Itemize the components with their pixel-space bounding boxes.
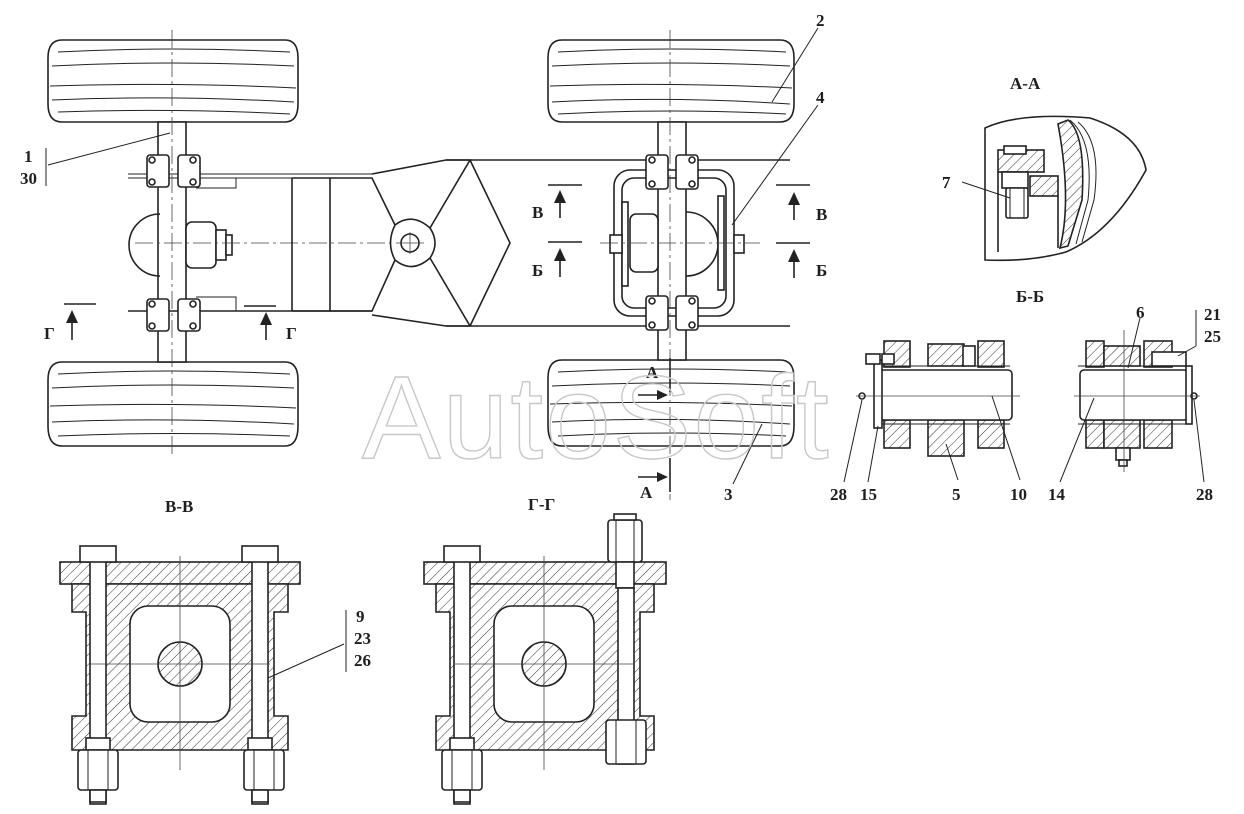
wheel-top-left [47, 39, 299, 123]
section-indicators [64, 184, 810, 340]
right-axle-plan [547, 27, 819, 500]
section-b-b-left [843, 340, 1021, 483]
section-title-gg: Г-Г [528, 495, 555, 514]
section-mark-a-top: А [646, 363, 659, 382]
callout-1: 1 [24, 147, 33, 166]
section-mark-v-left: В [532, 203, 543, 222]
section-mark-g-left: Г [44, 324, 55, 343]
callout-2: 2 [816, 11, 825, 30]
section-g-g [423, 513, 667, 805]
wheel-top-right [547, 39, 795, 123]
section-title-bb: Б-Б [1016, 287, 1044, 306]
callout-26: 26 [354, 651, 371, 670]
callout-6: 6 [1136, 303, 1145, 322]
callout-14: 14 [1048, 485, 1066, 504]
section-v-v [59, 545, 347, 805]
callout-21: 21 [1204, 305, 1221, 324]
callout-30: 30 [20, 169, 37, 188]
section-mark-b-left: Б [532, 261, 543, 280]
section-mark-v-right: В [816, 205, 827, 224]
watermark-text: AutoSoft [362, 352, 831, 484]
callout-10: 10 [1010, 485, 1027, 504]
callout-9: 9 [356, 607, 365, 626]
section-mark-a-bottom: А [640, 483, 653, 502]
section-title-vv: В-В [165, 497, 193, 516]
section-mark-b-right: Б [816, 261, 827, 280]
labels: А-А Б-Б В-В Г-Г В Б В Б Г Г А А 1 30 2 4… [20, 11, 1221, 670]
section-title-aa: А-А [1010, 74, 1041, 93]
section-a-a [961, 115, 1147, 262]
balancer-frame [291, 159, 790, 327]
callout-25: 25 [1204, 327, 1221, 346]
left-axle-plan [45, 30, 390, 458]
section-b-b-right [1059, 310, 1205, 483]
callout-3: 3 [724, 485, 733, 504]
callout-28-left: 28 [830, 485, 847, 504]
wheel-bottom-left [47, 361, 299, 447]
section-mark-g-right: Г [286, 324, 297, 343]
callout-7: 7 [942, 173, 951, 192]
callout-4: 4 [816, 88, 825, 107]
callout-28-right: 28 [1196, 485, 1213, 504]
callout-23: 23 [354, 629, 371, 648]
callout-15: 15 [860, 485, 877, 504]
callout-5: 5 [952, 485, 961, 504]
